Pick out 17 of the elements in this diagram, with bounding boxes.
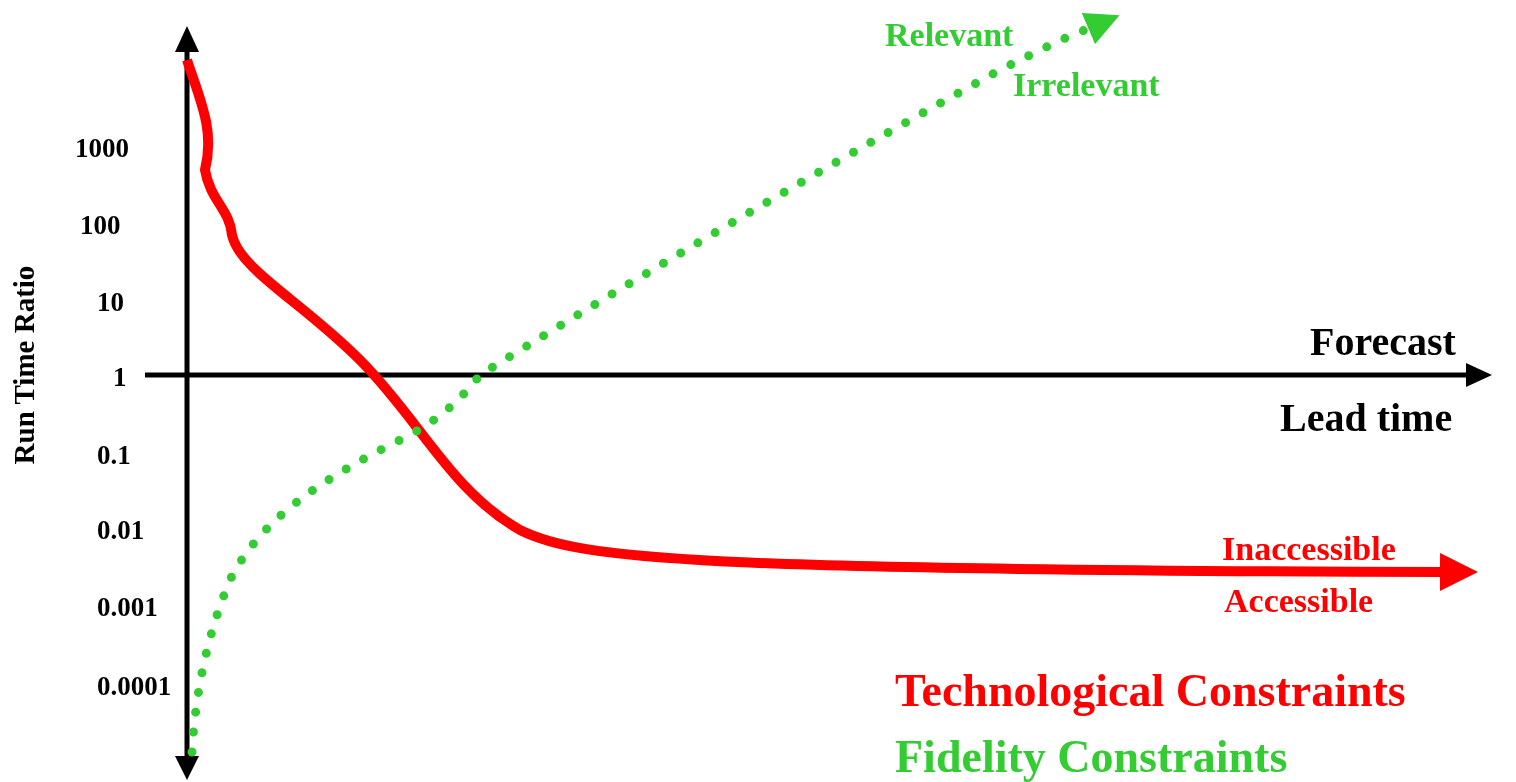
axis-tick-label: 0.1 — [97, 442, 131, 469]
axis-tick-label: 100 — [80, 212, 121, 239]
axis-title: Run Time Ratio — [9, 265, 39, 465]
axis-title: Forecast — [1310, 322, 1456, 362]
curve-label: Irrelevant — [1013, 68, 1160, 102]
curve-label: Accessible — [1224, 584, 1374, 618]
curve-label: Inaccessible — [1222, 532, 1396, 566]
curve-label: Relevant — [885, 18, 1014, 52]
axis-tick-label: 0.01 — [97, 517, 145, 544]
axis-title: Lead time — [1280, 398, 1453, 438]
legend-text: Fidelity Constraints — [895, 734, 1288, 780]
axis-tick-label: 10 — [97, 289, 124, 316]
axis-tick-label: 0.001 — [97, 594, 158, 621]
axis-tick-label: 1000 — [75, 135, 129, 162]
axis-tick-label: 1 — [113, 364, 127, 391]
axis-tick-label: 0.0001 — [97, 673, 172, 700]
legend-text: Technological Constraints — [895, 668, 1406, 714]
